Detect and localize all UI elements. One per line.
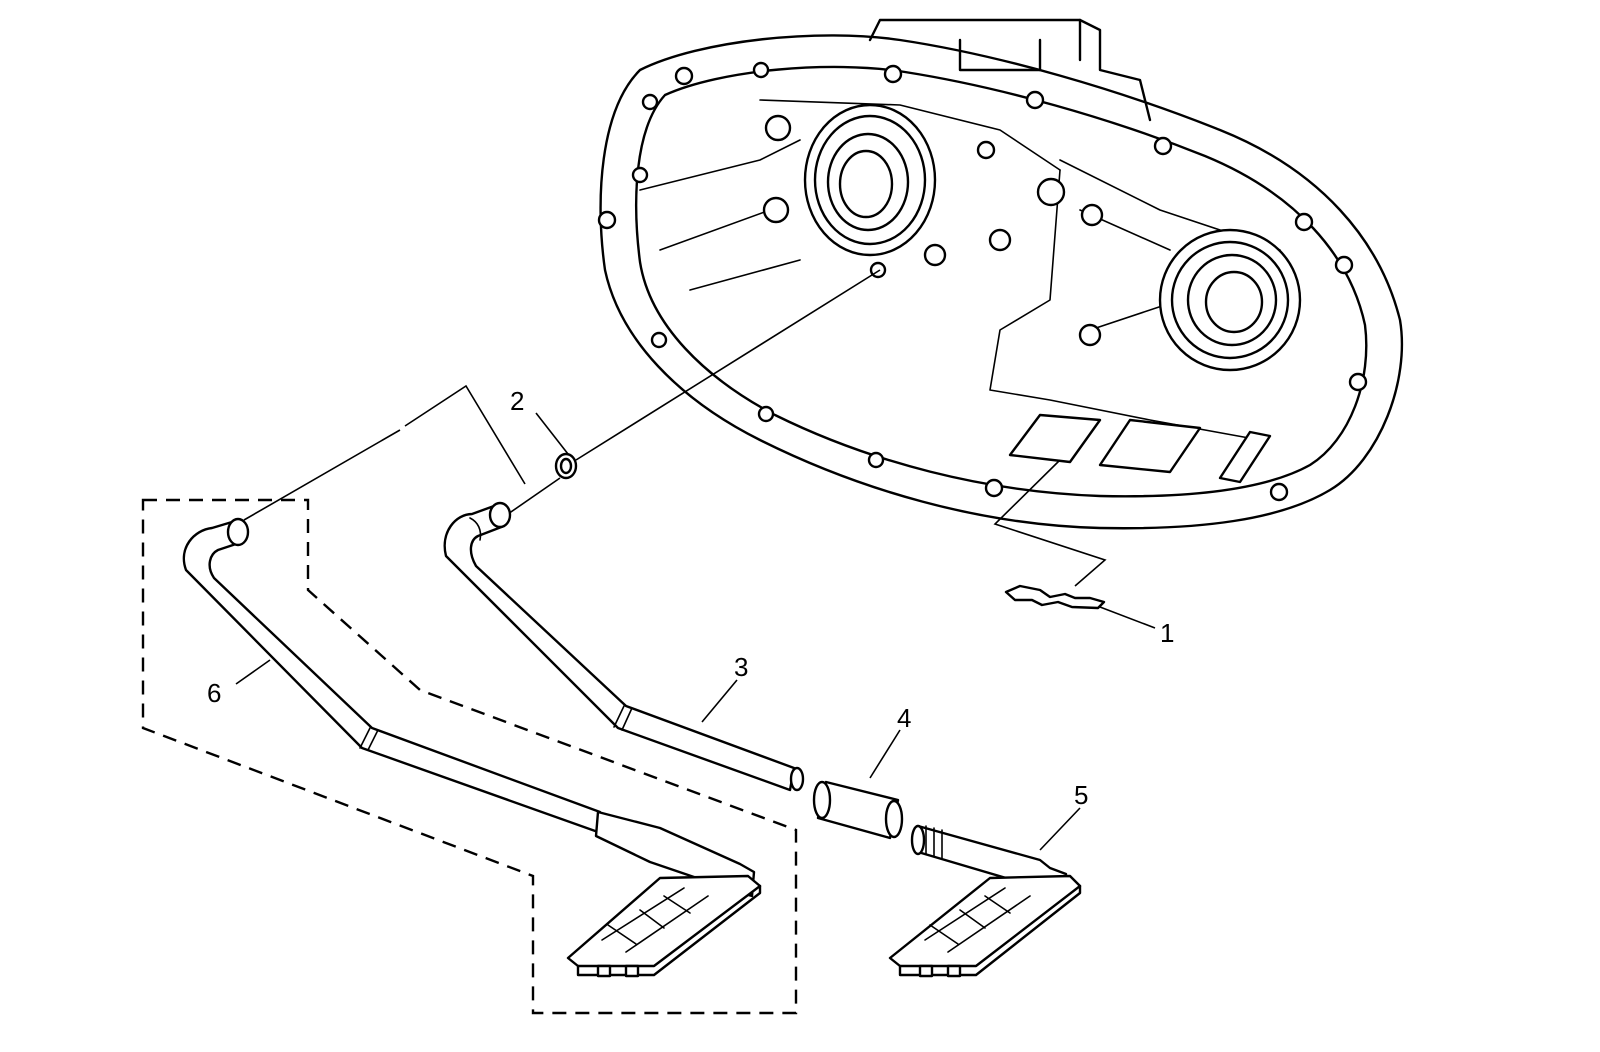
o-ring-seal-icon [554,452,578,480]
front-bearing-bore [803,103,937,257]
callout-5: 5 [1074,780,1088,810]
pump-screen-pocket [1008,413,1272,484]
callout-4: 4 [897,703,911,733]
pickup-tube-and-screen-assembly-icon [182,517,762,978]
oil-pump-pickup-tube-icon [443,501,805,792]
callout-6: 6 [207,678,221,708]
transfer-case-housing [597,18,1404,530]
callout-labels: 1 2 3 4 5 6 [207,386,1174,810]
flange-bolt-holes [597,61,1368,502]
callout-3: 3 [734,652,748,682]
assembly-boundary-dashed [141,498,798,1015]
tube-connector-sleeve-icon [812,780,904,840]
oil-pump-screen-icon [888,824,1082,978]
leader-lines [235,269,1156,851]
retaining-clip-icon [1004,584,1106,610]
rear-bearing-bore [1158,228,1302,372]
callout-1: 1 [1160,618,1174,648]
callout-2: 2 [510,386,524,416]
